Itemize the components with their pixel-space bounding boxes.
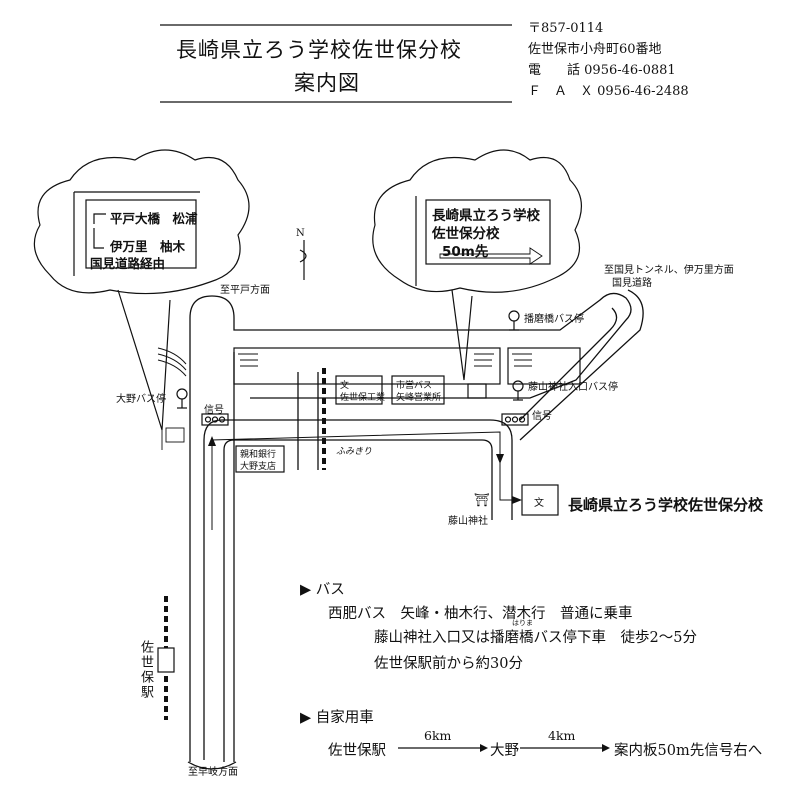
tel-row: 電 話 0956-46-0881: [528, 60, 689, 81]
bank-box: [235, 445, 285, 473]
signal-left-label: 信号: [204, 405, 224, 416]
bus-line-2-a: 藤山神社入口又は: [374, 630, 490, 646]
right-sign-board: [425, 199, 551, 265]
to-haiki-label: 至早岐方面: [188, 767, 238, 778]
road-outline-upper: [189, 292, 632, 762]
car-distance-2: 4km: [548, 728, 576, 743]
signal-right-box: [501, 413, 529, 426]
road-bottom-end: [187, 761, 237, 770]
car-distance-1: 6km: [424, 728, 452, 743]
left-sign-board: [85, 199, 197, 269]
block-building: [233, 347, 501, 385]
fax-row: Ｆ Ａ Ｘ 0956-46-2488: [528, 81, 689, 102]
block-building-right: [507, 347, 581, 385]
postal-code: 〒857-0114: [528, 21, 604, 36]
road-branch-inner: [223, 439, 493, 762]
left-sign-line3: 国見道路経由: [90, 256, 166, 271]
tech-school-box: [335, 375, 383, 405]
signal-right-light: [504, 416, 512, 423]
ono-bus-stop-label: 大野バス停: [116, 394, 166, 405]
road-diagonal: [519, 307, 618, 421]
tech-school-mark: 文: [340, 381, 350, 391]
to-kunimi-label-1: 至国見トンネル、伊万里方面: [604, 265, 734, 276]
destination-school-mark: 文: [534, 498, 544, 509]
car-from: 佐世保駅: [328, 743, 386, 759]
north-label: N: [296, 228, 305, 239]
shrine-label: 藤山神社: [448, 516, 488, 527]
page-subtitle: 案内図: [294, 71, 360, 95]
signal-left-light: [204, 416, 212, 423]
destination-box: [521, 484, 559, 516]
page-title: 長崎県立ろう学校佐世保分校: [176, 38, 462, 62]
to-kunimi-label-2: 国見道路: [612, 278, 652, 289]
bus-line-2: 藤山神社入口又は播磨橋バス停下車 徒歩2～5分: [374, 626, 697, 647]
fujiyama-bus-stop-label: 藤山神社入口バス停: [528, 382, 618, 393]
left-sign-line1: 平戸大橋 松浦: [110, 211, 198, 226]
bus-ruby: はりま: [512, 619, 533, 627]
road-diagonal-inner: [519, 289, 644, 441]
harima-bus-stop-label: 播磨橋バス停: [524, 314, 584, 325]
bank-label-1: 親和銀行: [240, 450, 277, 460]
right-sign-line1: 長崎県立ろう学校: [432, 208, 540, 224]
route-arrow-up: [208, 436, 216, 446]
curve-mark-1: [157, 347, 187, 365]
left-sign-pointer: [117, 289, 171, 431]
bus-line-2-c: バス停下車 徒歩2～5分: [533, 630, 697, 646]
city-bus-office-label-2: 矢峰営業所: [396, 393, 442, 403]
bus-line-3: 佐世保駅前から約30分: [374, 656, 523, 672]
address: 佐世保市小舟町60番地: [528, 42, 662, 57]
destination-school-label: 長崎県立ろう学校佐世保分校: [568, 496, 764, 514]
north-arrow-icon: [299, 240, 307, 280]
signal-right-label: 信号: [532, 411, 552, 422]
bus-line-2-b: 播磨橋: [490, 630, 534, 646]
fax-label: Ｆ Ａ Ｘ: [528, 84, 594, 99]
bus-stop-icon-ono: [176, 388, 188, 409]
route-arrow-right: [512, 496, 522, 504]
to-hirado-label: 至平戸方面: [220, 285, 270, 296]
left-sign-arrow-up: [93, 213, 106, 224]
left-sign-arrow-branch: [93, 228, 104, 249]
tel-label: 電 話: [528, 63, 581, 78]
tel-number: 0956-46-0881: [584, 63, 676, 78]
left-sign-line2: 伊万里 柚木: [110, 239, 186, 254]
car-heading: ▶ 自家用車: [300, 710, 374, 726]
road-branch-outer: [203, 419, 513, 760]
signal-left-box: [201, 413, 229, 426]
right-sign-line2: 佐世保分校: [432, 226, 500, 242]
address-block: 〒857-0114 佐世保市小舟町60番地 電 話 0956-46-0881 Ｆ…: [528, 18, 689, 102]
bank-label-2: 大野支店: [240, 462, 277, 472]
left-sign-cloud: [33, 149, 250, 295]
city-bus-office-label-1: 市営バス: [396, 381, 433, 391]
station-box: [157, 647, 175, 673]
right-sign-line3: 50m先: [442, 244, 489, 260]
bus-heading: ▶ バス: [300, 582, 345, 598]
shrine-icon: ⛩: [474, 492, 490, 507]
railroad-crossing-label: ふみきり: [336, 447, 373, 457]
bus-stop-icon-harima: [508, 310, 520, 331]
car-mid: 大野: [490, 743, 519, 759]
route-line: [211, 431, 512, 530]
right-sign-cloud: [372, 149, 582, 293]
route-arrow-down: [496, 454, 504, 464]
sign-marks: [161, 353, 532, 450]
car-to: 案内板50m先信号右へ: [614, 743, 763, 759]
sign-mark-box: [467, 383, 487, 399]
right-sign-pointer: [451, 289, 473, 381]
bus-stop-icon-fujiyama: [512, 380, 524, 401]
city-bus-office-box: [391, 375, 445, 405]
bus-line-1: 西肥バス 矢峰・柚木行、潜木行 普通に乗車: [328, 606, 633, 622]
right-sign-arrow: [439, 247, 543, 265]
station-label: 佐世保駅: [138, 640, 153, 700]
tech-school-label: 佐世保工業: [340, 393, 386, 403]
fax-number: 0956-46-2488: [597, 84, 689, 99]
